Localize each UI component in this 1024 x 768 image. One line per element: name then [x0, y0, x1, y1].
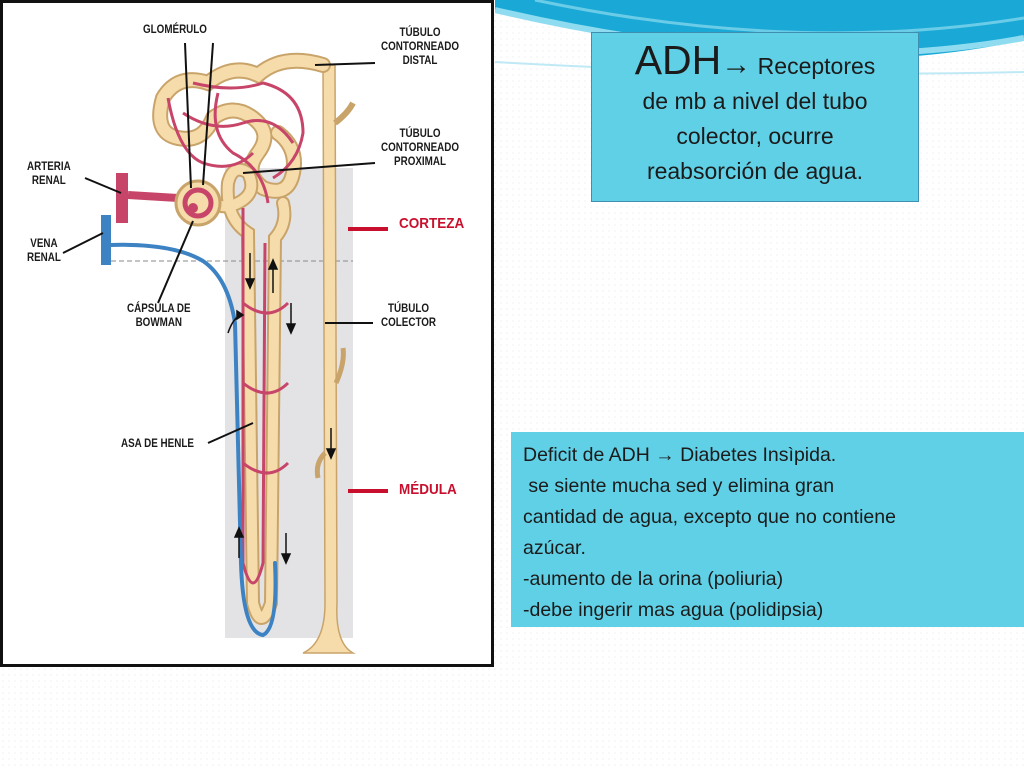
glomerulus: [174, 179, 222, 227]
flow-arrows: [227, 253, 337, 565]
deficit-line: -debe ingerir mas agua (polidipsia): [523, 599, 824, 621]
label-tubulo-colector: TÚBULO COLECTOR: [381, 301, 437, 329]
adh-text-4: reabsorción de agua.: [646, 158, 864, 184]
adh-callout: ADH→ Receptores de mb a nivel del tubo c…: [591, 32, 919, 202]
deficit-line: Deficit de ADH → Diabetes Insìpida.: [523, 444, 837, 466]
renal-artery: [116, 173, 179, 223]
deficit-line: -aumento de la orina (poliuria): [523, 568, 784, 590]
adh-title: ADH: [634, 37, 722, 83]
nephron-diagram: GLOMÉRULO TÚBULO CONTORNEADO DISTAL TÚBU…: [0, 0, 494, 667]
label-asa-henle: ASA DE HENLE: [121, 436, 194, 450]
deficit-line: azúcar.: [523, 537, 586, 559]
label-tubulo-distal: TÚBULO CONTORNEADO DISTAL: [381, 25, 460, 67]
adh-text-1: Receptores: [751, 53, 876, 79]
arrow-right-icon: →: [721, 48, 752, 81]
label-tubulo-proximal: TÚBULO CONTORNEADO PROXIMAL: [381, 126, 460, 168]
label-medula: MÉDULA: [399, 481, 457, 498]
capillary-network: [166, 81, 305, 585]
collecting-tubule: [302, 64, 356, 654]
pointer-lines: [62, 42, 376, 444]
adh-text-3: colector, ocurre: [676, 123, 834, 149]
label-arteria-renal: ARTERIA RENAL: [27, 159, 71, 187]
deficit-line: se siente mucha sed y elimina gran: [523, 475, 835, 497]
label-capsula-bowman: CÁPSULA DE BOWMAN: [127, 301, 191, 329]
deficit-line: cantidad de agua, excepto que no contien…: [523, 506, 896, 528]
label-glomerulo: GLOMÉRULO: [143, 22, 207, 36]
deficit-callout: Deficit de ADH → Diabetes Insìpida. se s…: [511, 432, 1024, 627]
label-corteza: CORTEZA: [399, 215, 465, 232]
convoluted-tubules: [152, 52, 331, 625]
adh-text-2: de mb a nivel del tubo: [642, 88, 868, 114]
label-vena-renal: VENA RENAL: [27, 236, 61, 264]
